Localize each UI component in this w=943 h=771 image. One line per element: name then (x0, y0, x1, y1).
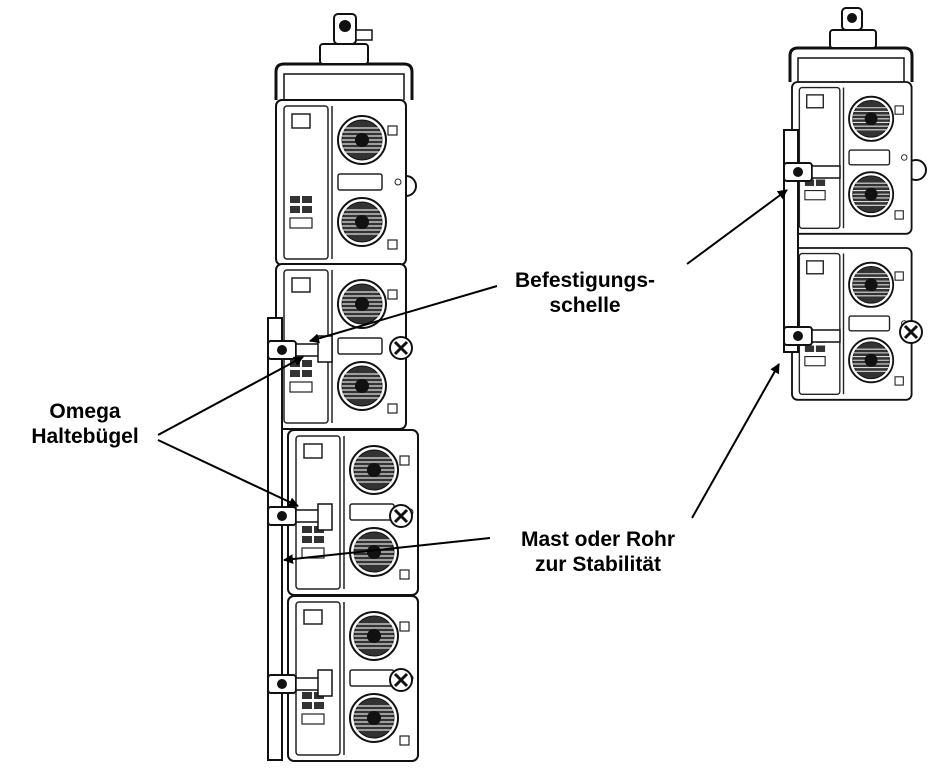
omega-bracket-icon (388, 335, 414, 361)
right-fixture-stack (783, 7, 927, 400)
omega-bracket-icon (388, 503, 414, 529)
label-omega-bracket-line1: Omega (49, 400, 121, 423)
callout-arrows (157, 189, 788, 565)
left-module-1 (276, 100, 406, 265)
arrow-omega-upper (157, 356, 304, 436)
left-fixture-stack (267, 13, 418, 761)
right-mast-pipe (783, 129, 799, 353)
left-clamp-3 (267, 674, 325, 694)
label-omega-bracket-line2: Haltebügel (31, 425, 139, 448)
arrow-omega-lower (157, 439, 299, 507)
omega-bracket-icon (388, 667, 414, 693)
left-top-yoke (274, 13, 414, 100)
label-mast-pipe: Mast oder Rohr zur Stabilität (488, 527, 708, 577)
right-clamp-1 (783, 162, 841, 182)
omega-bracket-icon (898, 319, 924, 345)
right-top-yoke (788, 7, 914, 82)
label-mounting-clamp: Befestigungs- schelle (500, 268, 670, 318)
right-module-2 (792, 248, 912, 400)
left-clamp-2 (267, 506, 325, 526)
arrow-clamp-right (686, 189, 788, 265)
right-module-1 (792, 82, 912, 234)
label-mounting-clamp-line1: Befestigungs- (514, 269, 655, 292)
label-mast-pipe-line1: Mast oder Rohr (520, 528, 675, 551)
left-mast-pipe (267, 317, 283, 761)
arrow-mast-left (283, 537, 491, 565)
label-mounting-clamp-line2: schelle (549, 294, 621, 317)
arrow-mast-right (691, 363, 780, 519)
label-omega-bracket: Omega Haltebügel (20, 399, 150, 449)
label-mast-pipe-line2: zur Stabilität (534, 553, 661, 576)
left-clamp-1 (267, 340, 325, 360)
right-clamp-2 (783, 326, 841, 346)
arrow-clamp-left (309, 285, 498, 344)
